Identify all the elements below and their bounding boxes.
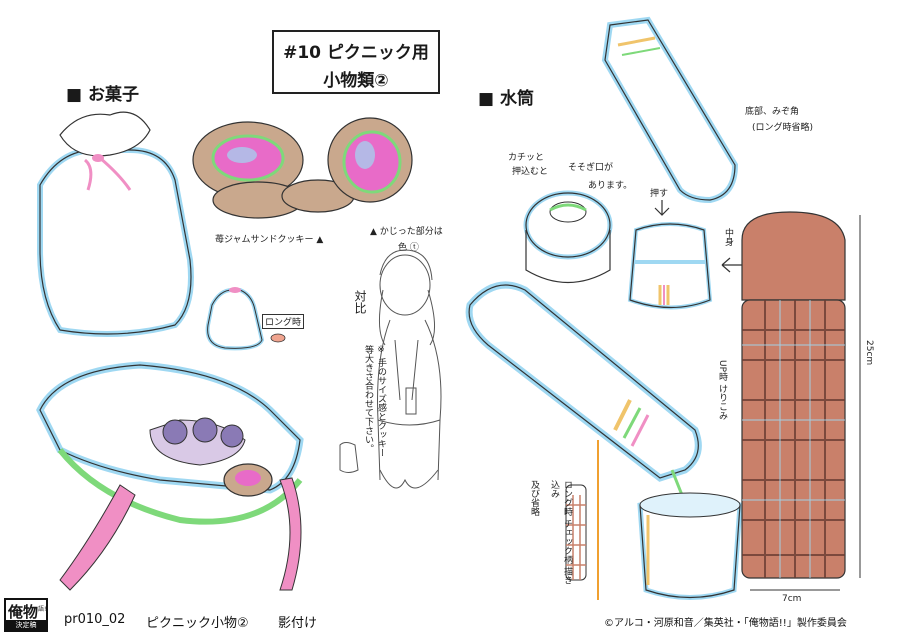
flask-plaid-drawing bbox=[654, 200, 861, 591]
logo: 俺物 語!! 決定稿 bbox=[4, 598, 49, 632]
footer-item: ピクニック小物② bbox=[146, 616, 249, 631]
girl-sketch-drawing bbox=[339, 249, 442, 489]
footer-code: pr010_02 bbox=[64, 612, 126, 627]
note-bitten-part: ▲ かじった部分は bbox=[370, 227, 443, 237]
candy-bag-drawing bbox=[37, 111, 194, 337]
picnic-bag-drawing bbox=[36, 361, 304, 591]
cookie-drawing-2 bbox=[327, 117, 413, 203]
logo-small: 語!! bbox=[38, 606, 49, 613]
note-exists: あります。 bbox=[588, 181, 633, 191]
note-width: 7cm bbox=[782, 594, 802, 604]
title-line-2: 小物類② bbox=[323, 71, 389, 91]
note-bottom-2: (ロング時省略) bbox=[752, 123, 814, 133]
footer-copyright: ©アルコ・河原和音／集英社・「俺物語!!」製作委員会 bbox=[604, 618, 847, 629]
section-sweets: ■ お菓子 bbox=[66, 85, 139, 105]
note-push: 押す bbox=[650, 189, 669, 199]
logo-main: 俺物 bbox=[8, 603, 39, 621]
cap-side-drawing bbox=[627, 222, 713, 310]
lid-top-drawing bbox=[523, 190, 613, 284]
note-bottom: 底部、みぞ角 bbox=[745, 107, 800, 117]
small-bag-drawing bbox=[205, 287, 286, 351]
logo-sub: 決定稿 bbox=[6, 620, 46, 630]
title-box: #10 ピクニック用 小物類② bbox=[272, 30, 440, 94]
note-contrast: 対比 bbox=[353, 290, 367, 314]
note-bitten-color: 色 ⓣ bbox=[398, 243, 419, 253]
note-inside: 中身 bbox=[723, 228, 733, 246]
title-line-1: #10 ピクニック用 bbox=[283, 43, 429, 63]
note-cookie-label: 苺ジャムサンドクッキー ▲ bbox=[215, 235, 324, 245]
footer-shade: 影付け bbox=[278, 616, 318, 631]
note-press-in: 押込むと bbox=[512, 167, 549, 177]
note-height: 25cm bbox=[864, 340, 874, 366]
note-push-lid: カチッと bbox=[508, 153, 545, 163]
note-spout: そそぎ口が bbox=[568, 163, 614, 173]
note-long-check: ロング時 チェック柄 描き込み bbox=[549, 480, 572, 585]
note-contrast-detail: ※ 手のサイズ感とクッキー等大きさ合わせて下さい。 bbox=[363, 345, 386, 457]
cup-drawing bbox=[637, 492, 743, 600]
note-omit: 及び省略 bbox=[529, 480, 539, 516]
section-flask: ■ 水筒 bbox=[478, 89, 534, 109]
cookie-drawing-1 bbox=[192, 121, 355, 219]
note-long-shot: ロング時 bbox=[262, 314, 305, 329]
flask-top-drawing bbox=[601, 16, 739, 204]
flask-small-drawing bbox=[565, 484, 587, 581]
note-up: UP時 けりこみ bbox=[717, 360, 727, 420]
